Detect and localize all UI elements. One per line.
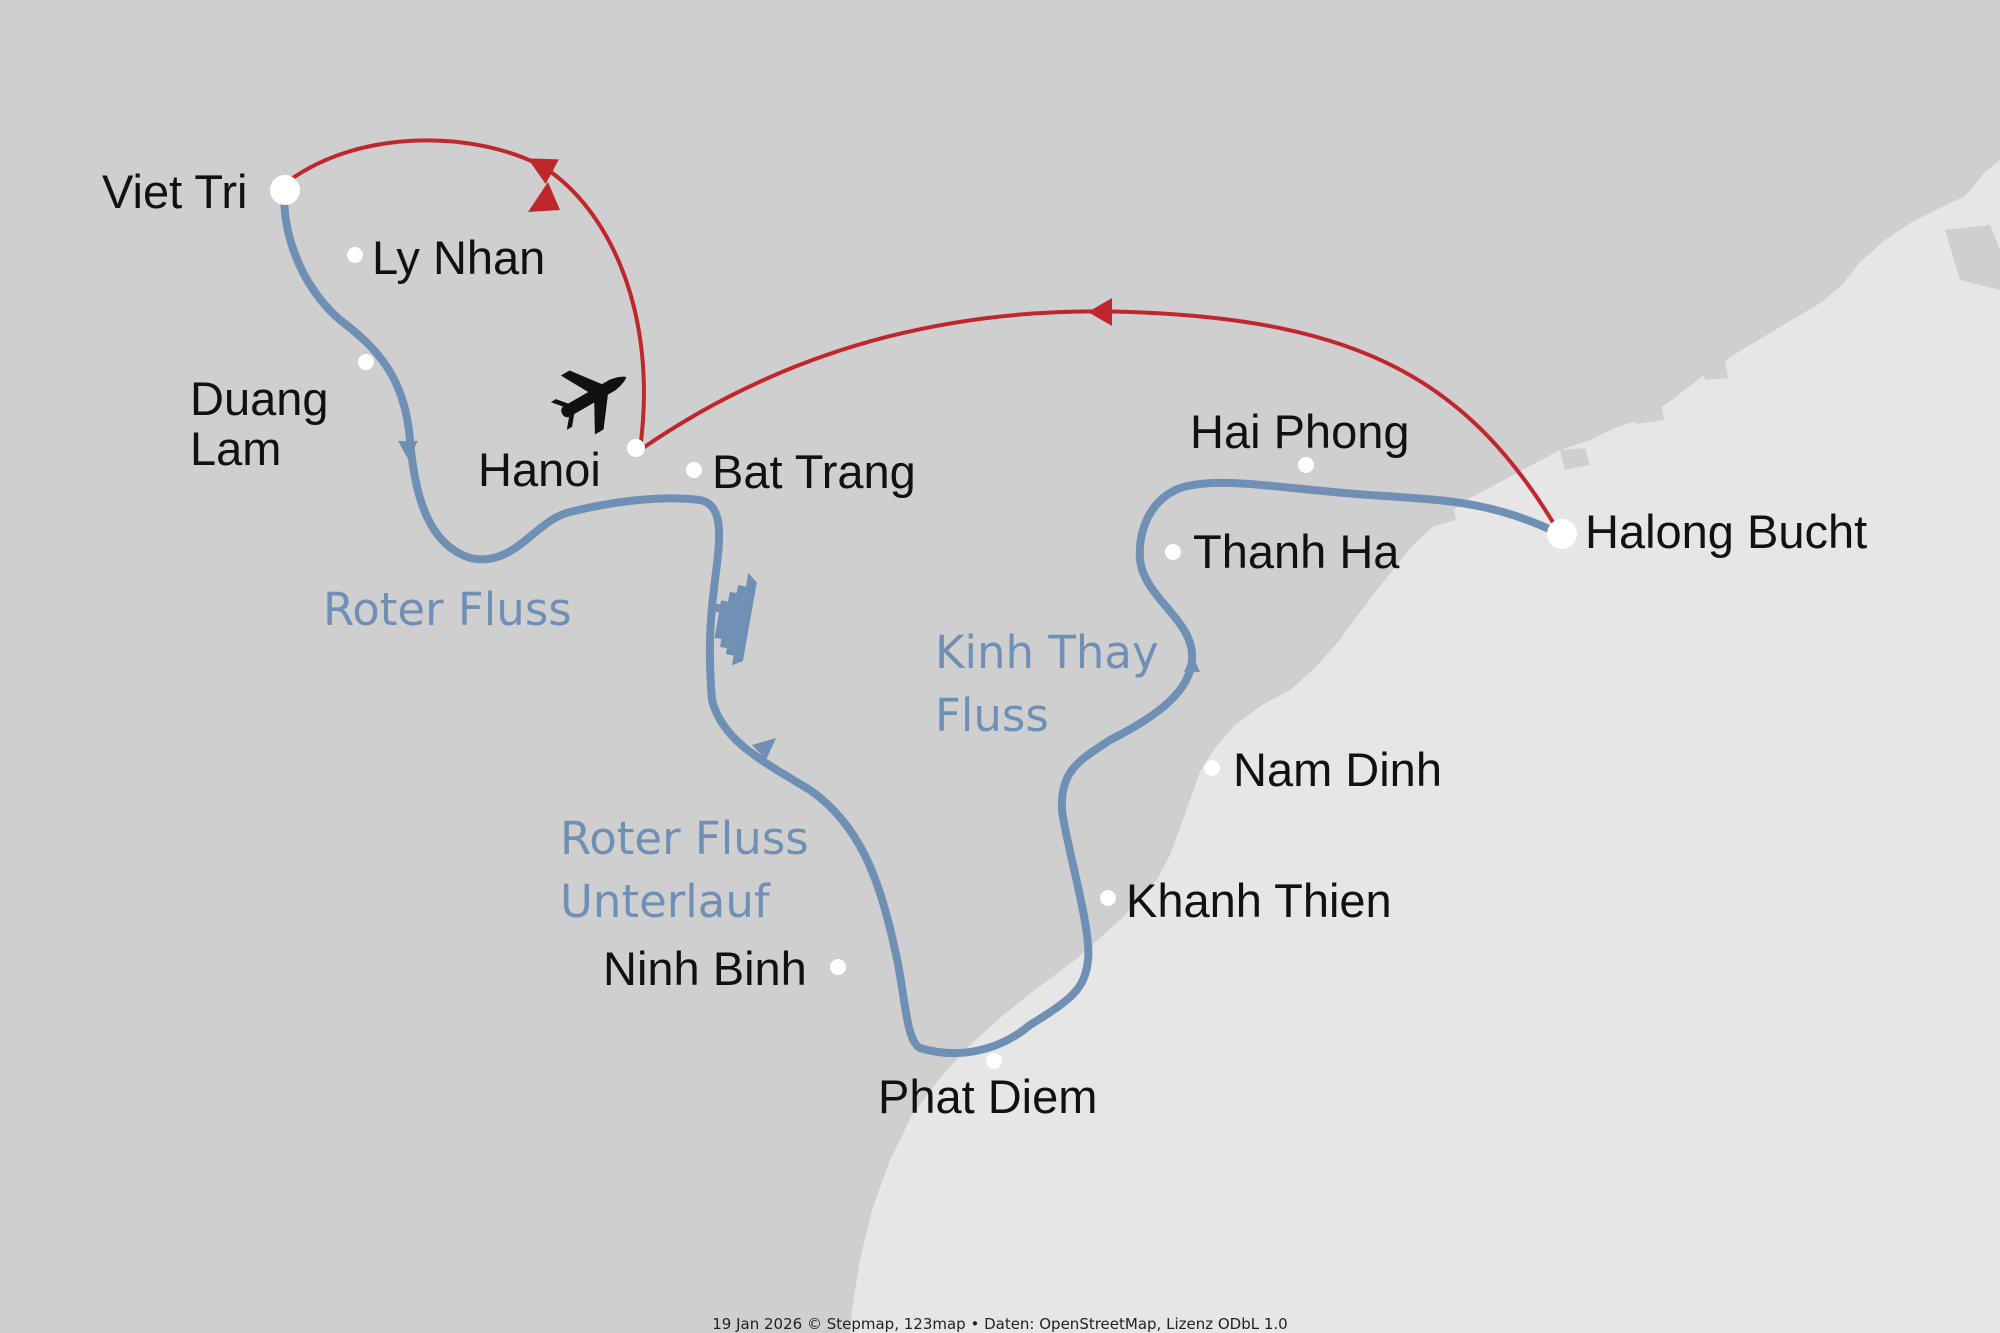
river-arrow-1 xyxy=(398,441,418,459)
river-arrow-3 xyxy=(1184,654,1200,672)
label-viet-tri: Viet Tri xyxy=(102,165,247,218)
marker-bat-trang xyxy=(686,462,702,478)
city-markers xyxy=(270,175,1577,1069)
label-kinh-thay-2: Fluss xyxy=(935,689,1049,742)
marker-khanh-thien xyxy=(1100,890,1116,906)
marker-ninh-binh xyxy=(830,959,846,975)
label-hai-phong: Hai Phong xyxy=(1190,405,1410,458)
river-route xyxy=(280,178,1564,1057)
marker-duang-lam xyxy=(358,354,374,370)
flight-arrow-2 xyxy=(1088,298,1112,326)
sea-area xyxy=(850,160,2000,1333)
label-lam: Lam xyxy=(190,422,281,475)
marker-hai-phong xyxy=(1298,457,1314,473)
label-ninh-binh: Ninh Binh xyxy=(603,942,807,995)
label-khanh-thien: Khanh Thien xyxy=(1126,874,1392,927)
flight-route-halong-hanoi xyxy=(638,309,1562,536)
marker-ly-nhan xyxy=(347,247,363,263)
marker-thanh-ha xyxy=(1165,544,1181,560)
label-roter-fluss-unterlauf-1: Roter Fluss xyxy=(560,812,809,865)
airplane-icon xyxy=(550,370,627,435)
halong-islands xyxy=(1420,165,2000,528)
cruise-ship-icon xyxy=(711,572,757,666)
map-attribution: 19 Jan 2026 © Stepmap, 123map • Daten: O… xyxy=(712,1315,1287,1333)
flight-arrow-1 xyxy=(528,182,560,212)
label-ly-nhan: Ly Nhan xyxy=(372,231,545,284)
flight-route-hanoi-viettri xyxy=(288,138,646,451)
label-roter-fluss: Roter Fluss xyxy=(323,583,572,636)
label-duang: Duang xyxy=(190,372,329,425)
marker-viet-tri xyxy=(270,175,300,205)
label-thanh-ha: Thanh Ha xyxy=(1193,525,1400,578)
marker-halong-bucht xyxy=(1547,519,1577,549)
marker-phat-diem xyxy=(986,1053,1002,1069)
label-roter-fluss-unterlauf-2: Unterlauf xyxy=(560,875,771,928)
label-phat-diem: Phat Diem xyxy=(878,1070,1097,1123)
river-arrow-2 xyxy=(752,738,776,760)
label-nam-dinh: Nam Dinh xyxy=(1233,743,1442,796)
label-bat-trang: Bat Trang xyxy=(712,445,916,498)
label-hanoi: Hanoi xyxy=(478,443,601,496)
label-halong-bucht: Halong Bucht xyxy=(1585,505,1867,558)
label-kinh-thay-1: Kinh Thay xyxy=(935,626,1159,679)
marker-nam-dinh xyxy=(1204,760,1220,776)
marker-hanoi xyxy=(627,439,645,457)
